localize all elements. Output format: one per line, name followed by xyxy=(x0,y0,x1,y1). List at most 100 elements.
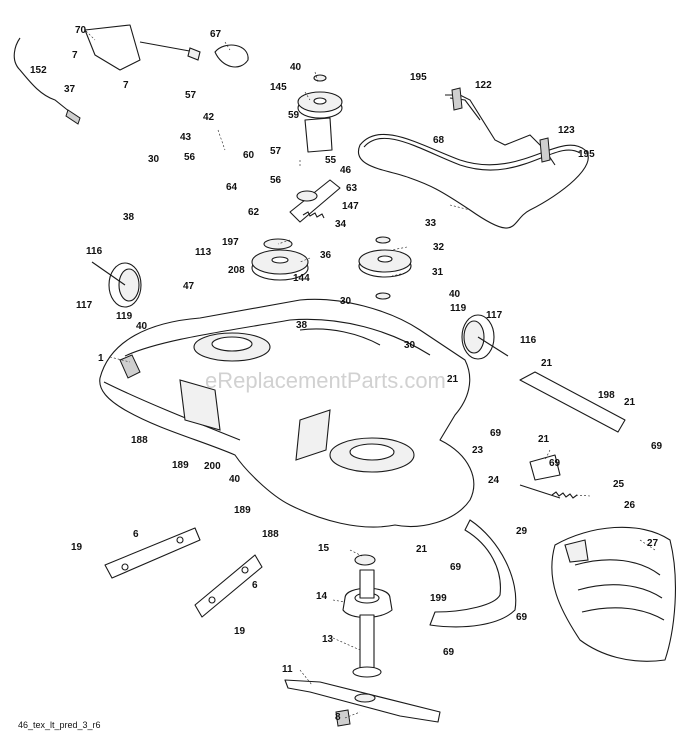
callout-119: 119 xyxy=(116,311,133,322)
callout-117: 117 xyxy=(76,300,93,311)
callout-119: 119 xyxy=(450,303,467,314)
callout-21: 21 xyxy=(624,397,636,408)
callout-123: 123 xyxy=(558,125,575,136)
callout-68: 68 xyxy=(433,135,445,146)
callout-189: 189 xyxy=(234,505,251,516)
callout-13: 13 xyxy=(322,634,334,645)
callout-117: 117 xyxy=(486,310,503,321)
callout-55: 55 xyxy=(325,155,337,166)
front-bracket-198 xyxy=(519,371,626,433)
deck-lift-link-122 xyxy=(445,87,556,166)
callout-57: 57 xyxy=(270,146,282,157)
gauge-wheel-117-left xyxy=(91,261,142,308)
lift-arm-70 xyxy=(84,24,249,71)
drive-belt-68 xyxy=(357,133,589,229)
callout-56: 56 xyxy=(184,152,196,163)
callout-26: 26 xyxy=(624,500,636,511)
callout-57: 57 xyxy=(185,90,197,101)
callout-29: 29 xyxy=(516,526,528,537)
callout-36: 36 xyxy=(320,250,332,261)
callout-43: 43 xyxy=(180,132,192,143)
callout-113: 113 xyxy=(195,247,212,258)
callout-21: 21 xyxy=(416,544,428,555)
callout-38: 38 xyxy=(123,212,135,223)
callout-40: 40 xyxy=(229,474,241,485)
callout-30: 30 xyxy=(148,154,160,165)
callout-11: 11 xyxy=(282,664,293,675)
callout-32: 32 xyxy=(433,242,445,253)
callout-24: 24 xyxy=(488,475,500,486)
callout-188: 188 xyxy=(131,435,148,446)
callout-145: 145 xyxy=(270,82,287,93)
callout-7: 7 xyxy=(72,50,78,61)
belt-cover-199 xyxy=(429,519,517,628)
callout-40: 40 xyxy=(136,321,148,332)
callout-46: 46 xyxy=(340,165,352,176)
idler-arm-63 xyxy=(289,179,341,223)
callout-21: 21 xyxy=(541,358,553,369)
callout-200: 200 xyxy=(204,461,221,472)
callout-30: 30 xyxy=(340,296,352,307)
callout-144: 144 xyxy=(293,273,310,284)
callout-23: 23 xyxy=(472,445,484,456)
callout-33: 33 xyxy=(425,218,437,229)
callout-31: 31 xyxy=(432,267,444,278)
callout-8: 8 xyxy=(335,712,341,723)
drawing-code: 46_tex_lt_pred_3_r6 xyxy=(18,720,101,730)
callout-189: 189 xyxy=(172,460,189,471)
callout-147: 147 xyxy=(342,201,359,212)
callout-63: 63 xyxy=(346,183,358,194)
callout-197: 197 xyxy=(222,237,239,248)
callout-195: 195 xyxy=(578,149,595,160)
mower-blade-11 xyxy=(284,679,441,727)
leader-lines xyxy=(85,30,656,719)
deck-hanger-6-upper xyxy=(104,527,201,579)
callout-21: 21 xyxy=(538,434,550,445)
callout-34: 34 xyxy=(335,219,347,230)
callout-42: 42 xyxy=(203,112,215,123)
callout-208: 208 xyxy=(228,265,245,276)
callout-21: 21 xyxy=(447,374,459,385)
watermark: eReplacementParts.com xyxy=(205,368,446,393)
pulley-36 xyxy=(251,238,309,281)
deck-cable-152 xyxy=(13,37,81,125)
callout-27: 27 xyxy=(647,538,659,549)
callout-6: 6 xyxy=(133,529,139,540)
callout-47: 47 xyxy=(183,281,195,292)
gauge-wheel-117-right xyxy=(461,314,509,360)
callout-30: 30 xyxy=(404,340,416,351)
callout-62: 62 xyxy=(248,207,260,218)
callout-37: 37 xyxy=(64,84,76,95)
callout-116: 116 xyxy=(86,246,103,257)
callout-69: 69 xyxy=(516,612,528,623)
callout-1: 1 xyxy=(98,353,104,364)
callout-40: 40 xyxy=(449,289,461,300)
callout-40: 40 xyxy=(290,62,302,73)
callout-69: 69 xyxy=(549,458,561,469)
callout-6: 6 xyxy=(252,580,258,591)
callout-70: 70 xyxy=(75,25,87,36)
callout-152: 152 xyxy=(30,65,47,76)
callout-116: 116 xyxy=(520,335,537,346)
callout-19: 19 xyxy=(71,542,83,553)
callout-188: 188 xyxy=(262,529,279,540)
callout-60: 60 xyxy=(243,150,255,161)
callout-19: 19 xyxy=(234,626,246,637)
callout-56: 56 xyxy=(270,175,282,186)
callout-15: 15 xyxy=(318,543,330,554)
callout-59: 59 xyxy=(288,110,300,121)
callout-69: 69 xyxy=(450,562,462,573)
callout-64: 64 xyxy=(226,182,238,193)
mower-deck xyxy=(99,298,475,528)
callout-67: 67 xyxy=(210,29,222,40)
callout-199: 199 xyxy=(430,593,447,604)
callout-25: 25 xyxy=(613,479,625,490)
pulley-32 xyxy=(358,236,412,300)
callout-38: 38 xyxy=(296,320,308,331)
callout-69: 69 xyxy=(651,441,663,452)
deck-hanger-6-lower xyxy=(194,554,263,618)
callout-195: 195 xyxy=(410,72,427,83)
callout-14: 14 xyxy=(316,591,328,602)
